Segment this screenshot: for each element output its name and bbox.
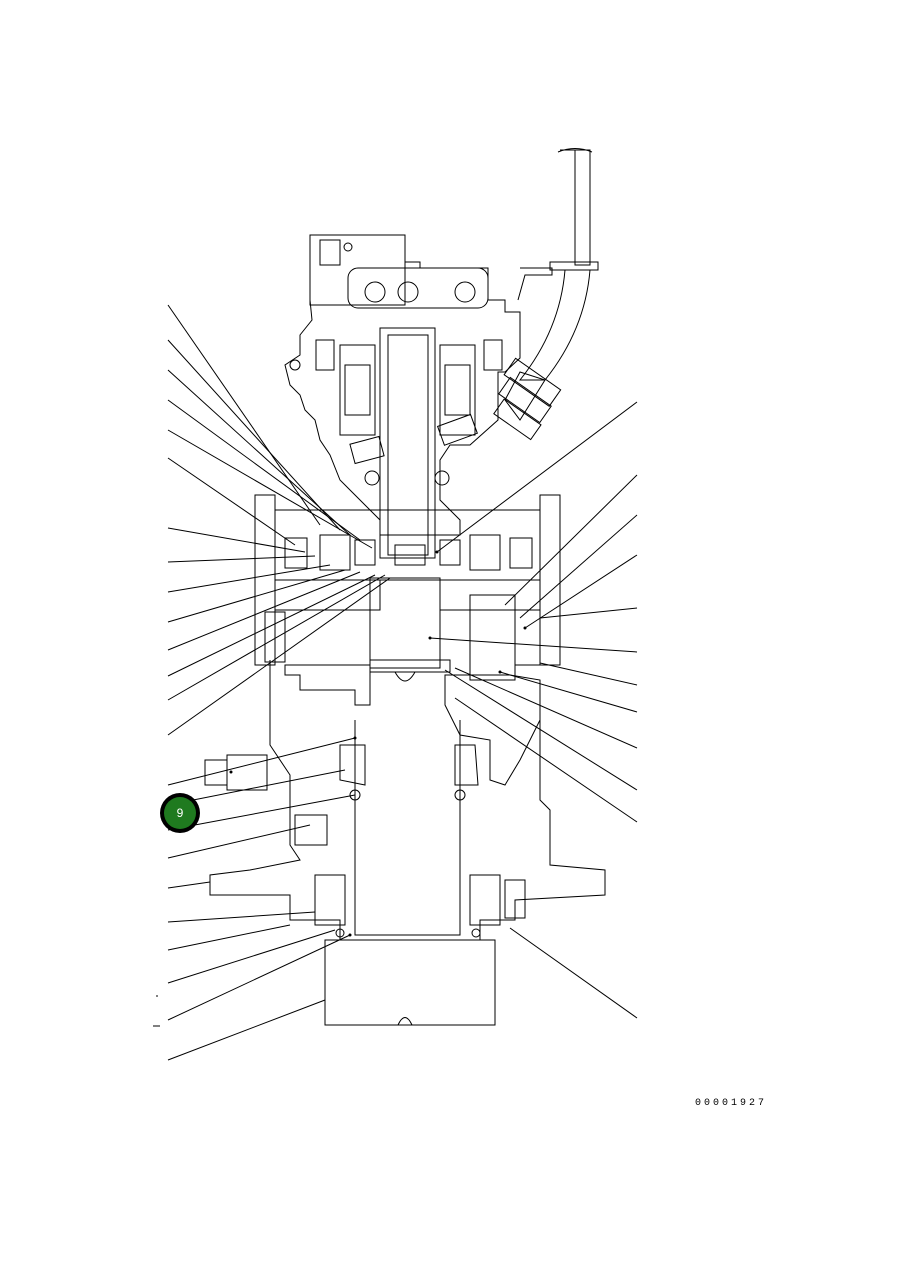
- motor-valve-block: [284, 234, 521, 559]
- callout-badge[interactable]: 9: [160, 793, 200, 833]
- leader-dots: [229, 550, 527, 937]
- leader-lines-right: [429, 401, 638, 1019]
- callout-label: 9: [164, 797, 196, 829]
- upper-gear-housing: [254, 494, 561, 666]
- lower-housing: [204, 660, 606, 1026]
- leader-lines-left: [153, 304, 391, 1061]
- planetary-stage: [284, 577, 541, 786]
- hydraulic-hose: [493, 148, 599, 441]
- drawing-part-number: 00001927: [695, 1098, 768, 1109]
